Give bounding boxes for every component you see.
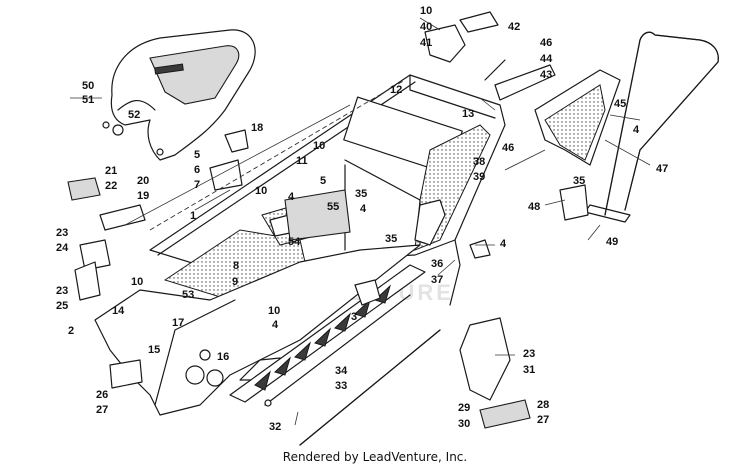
callout: 50 [82,80,94,92]
callout: 17 [172,317,184,329]
callout: 52 [128,109,140,121]
callout: 13 [462,108,474,120]
callout: 27 [537,414,549,426]
callout: 32 [269,421,281,433]
callout: 10 [313,140,325,152]
tail-bracket [424,11,499,63]
callout: 36 [431,258,443,270]
callout: 39 [473,171,485,183]
callout: 29 [458,402,470,414]
callout: 7 [194,179,200,191]
callout: 5 [320,175,326,187]
callout: 10 [255,185,267,197]
callout: 55 [327,201,339,213]
callout: 53 [182,289,194,301]
callout: 35 [573,175,585,187]
callout: 37 [431,274,443,286]
callout: 23 [523,348,535,360]
callout: 27 [96,404,108,416]
callout: 23 [56,285,68,297]
callout: 4 [633,124,640,136]
callout: 16 [217,351,229,363]
callout: 42 [508,21,520,33]
callout: 9 [232,276,238,288]
callout: 26 [96,389,108,401]
callout: 33 [335,380,347,392]
callout: 54 [288,236,301,248]
callout: 4 [500,238,507,250]
callout: 6 [194,164,200,176]
callout: 45 [614,98,626,110]
callout: 1 [190,210,196,222]
callout: 2 [68,325,74,337]
callout: 41 [420,37,432,49]
callout: 51 [82,94,94,106]
callout: 35 [385,233,397,245]
callout: 34 [335,365,348,377]
seat [70,29,256,161]
callout: 22 [105,180,117,192]
footer-credit: Rendered by LeadVenture, Inc. [282,450,468,464]
rods [264,294,441,446]
callout: 46 [540,37,552,49]
callout: 24 [56,242,69,254]
callout: 19 [137,190,149,202]
callout: 4 [288,191,295,203]
callout: 28 [537,399,549,411]
callout: 4 [272,319,279,331]
callout: 11 [296,155,308,167]
callout: 43 [540,69,552,81]
rear-bumper [584,31,719,223]
callout: 15 [148,344,160,356]
callout: 35 [355,188,367,200]
small-parts [67,129,589,429]
callout: 44 [540,53,553,65]
snow-flap [484,59,621,166]
callout: 10 [420,5,432,17]
callout: 20 [137,175,149,187]
callout: 21 [105,165,117,177]
callout: 10 [131,276,143,288]
leader-lines [124,17,651,426]
callout: 4 [360,203,367,215]
callout: 30 [458,418,470,430]
callout: 47 [656,163,668,175]
callout: 31 [523,364,535,376]
callout: 25 [56,300,68,312]
callout: 14 [112,305,125,317]
callout: 5 [194,149,200,161]
callout: 38 [473,156,485,168]
callout: 49 [606,236,618,248]
bracket-right [414,199,491,306]
callout: 10 [268,305,280,317]
callout: 40 [420,21,432,33]
callout: 12 [390,84,402,96]
callout: 8 [233,260,239,272]
callout: 46 [502,142,514,154]
callouts: 10 40 41 42 46 44 43 50 51 52 12 13 45 4… [56,5,668,433]
callout: 3 [351,311,357,323]
callout: 18 [251,122,263,134]
callout: 48 [528,201,540,213]
callout: 23 [56,227,68,239]
